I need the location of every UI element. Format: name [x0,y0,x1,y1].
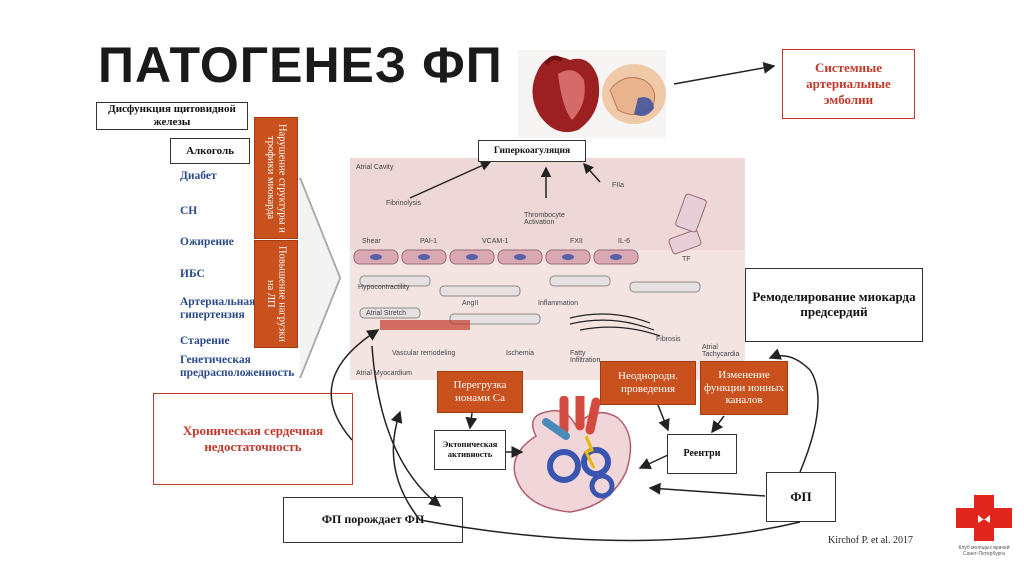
lv-load-box: Повышение нагрузки на ЛП [254,240,298,348]
label-pai1: PAI-1 [420,238,437,245]
label-angii: AngII [462,300,479,307]
ectopic-activity-box: Эктопическая активность [434,430,506,470]
risk-obesity: Ожирение [180,236,234,248]
risk-aging: Старение [180,335,230,347]
heart-brain-illustration [518,50,666,138]
label-inflammation: Inflammation [538,300,579,307]
logo-text: Клуб молодых врачей Санкт-Петербурга [958,545,1010,557]
myocard-structure-box: Нарушение структуры и трофики миокарда [254,117,298,239]
alcohol-box: Алкоголь [170,138,250,164]
label-il6: IL-6 [618,238,631,245]
label-tf: TF [682,256,691,263]
label-fxii: FXII [570,238,583,245]
label-atrial-cavity: Atrial Cavity [356,164,394,171]
label-shear: Shear [362,238,381,245]
label-fatty: Fatty Infiltration [570,350,601,364]
risk-diabetes: Диабет [180,170,217,182]
label-hypocontractility: Hypocontractility [358,284,410,291]
risk-genetics: Генетическая предрасположенность [180,354,295,379]
label-thrombocyte: Thrombocyte Activation [524,212,565,226]
chronic-heart-failure-box: Хроническая сердечная недостаточность [153,393,353,485]
chevron-arrow [299,178,342,378]
label-atrial-tachy: Atrial Tachycardia [702,344,740,358]
atrial-pathophysiology-figure [350,158,745,380]
risk-ihd: ИБС [180,268,205,280]
citation: Kirchof P. et al. 2017 [828,535,913,546]
label-vascular-remodeling: Vascular remodeling [392,350,456,357]
af-box: ФП [766,472,836,522]
label-fibrosis: Fibrosis [656,336,681,343]
label-fibrinolysis: Fibrinolysis [386,200,422,207]
reentry-box: Реентри [667,434,737,474]
label-atrial-myocardium: Atrial Myocardium [356,370,413,377]
ion-channel-change-box: Изменение функции ионных каналов [700,361,788,415]
risk-chf: СН [180,205,198,217]
atrial-remodeling-box: Ремоделирование миокарда предсердий [745,268,923,342]
hypercoagulation-box: Гиперкоагуляция [478,140,586,162]
thyroid-dysfunction-box: Дисфункция щитовидной железы [96,102,248,130]
label-vcam1: VCAM-1 [482,238,509,245]
label-fiia: FIIa [612,182,625,189]
label-ischemia: Ischemia [506,350,535,357]
red-cross-logo [956,495,1012,541]
heterogeneous-conduction-box: Неоднородн. проведения [600,361,696,405]
page-title: ПАТОГЕНЕЗ ФП [98,37,503,93]
risk-hypertension: Артериальная гипертензия [180,296,256,321]
calcium-overload-box: Перегрузка ионами Са [437,371,523,413]
label-atrial-stretch: Atrial Stretch [366,310,407,317]
arrow-to-emboli [673,61,776,85]
systemic-emboli-box: Системные артериальные эмболии [782,49,915,119]
heart-illustration [513,396,632,513]
